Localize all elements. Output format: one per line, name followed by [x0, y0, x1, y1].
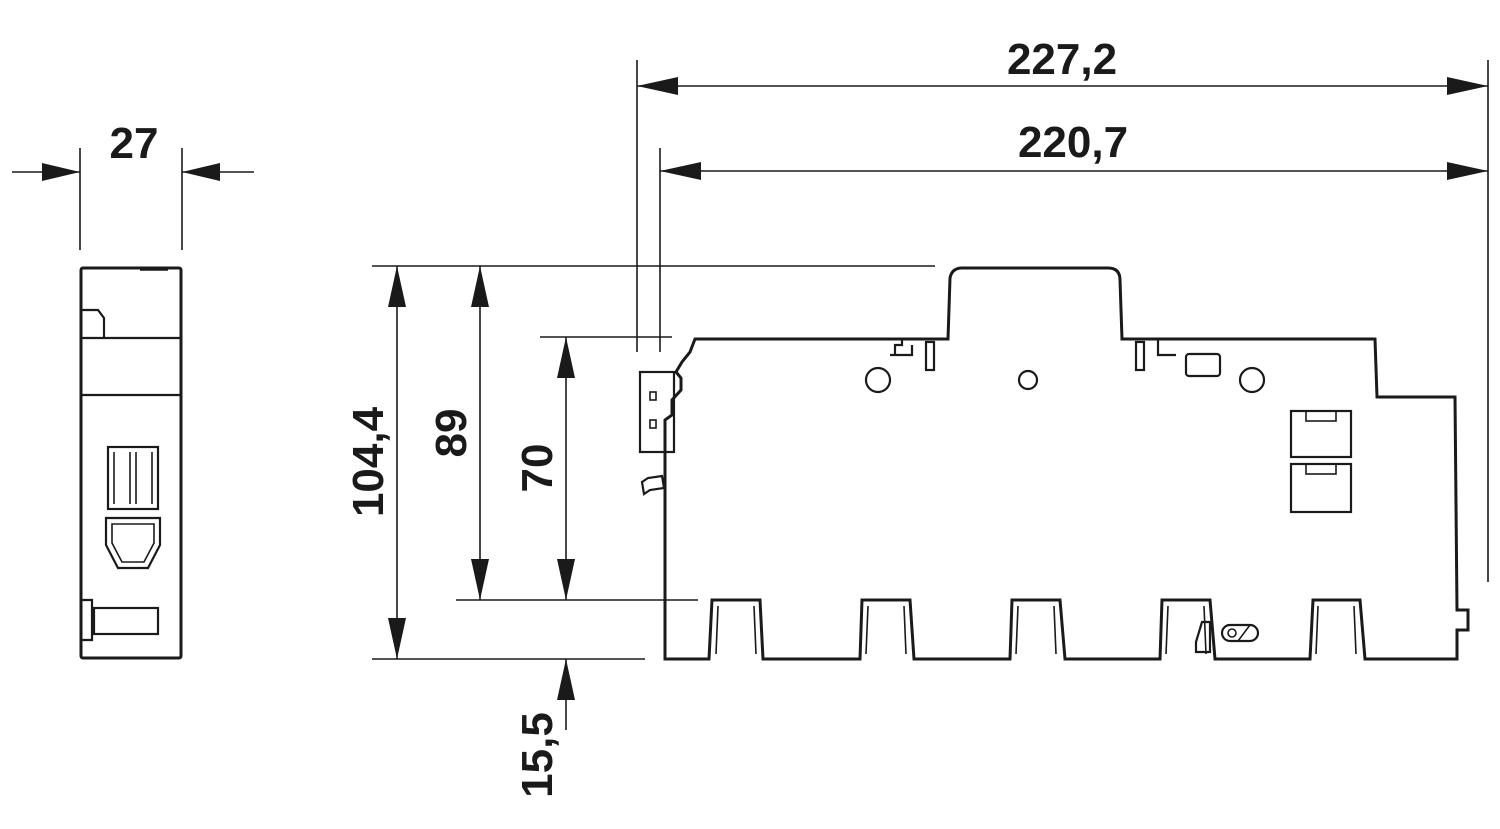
status-led [1184, 352, 1222, 378]
rail-clip [638, 370, 676, 454]
side-inlet [104, 516, 162, 570]
side-body-outline [79, 266, 183, 660]
latch-left [924, 340, 936, 372]
bottom-offset-label: 15,5 [513, 712, 562, 798]
height-89-label: 89 [427, 409, 476, 458]
connector-upper [1289, 409, 1353, 459]
overall-height-label: 104,4 [344, 406, 393, 517]
side-terminal-slot [106, 445, 160, 511]
bottom-slot [1220, 623, 1260, 643]
side-view: 27 [12, 119, 254, 660]
housing-outline [663, 266, 1470, 661]
front-view: 227,2 220,7 104,4 89 70 15,5 [344, 35, 1489, 798]
connector-lower [1289, 462, 1353, 514]
mounting-hole-left [864, 366, 892, 394]
side-clip [92, 606, 160, 636]
latch-right [1134, 340, 1146, 372]
height-70-label: 70 [513, 444, 562, 493]
body-length-label: 220,7 [1018, 118, 1128, 167]
mounting-hole-center [1017, 369, 1039, 391]
mounting-hole-right [1238, 366, 1266, 394]
overall-length-label: 227,2 [1007, 35, 1117, 84]
side-width-label: 27 [110, 119, 159, 168]
